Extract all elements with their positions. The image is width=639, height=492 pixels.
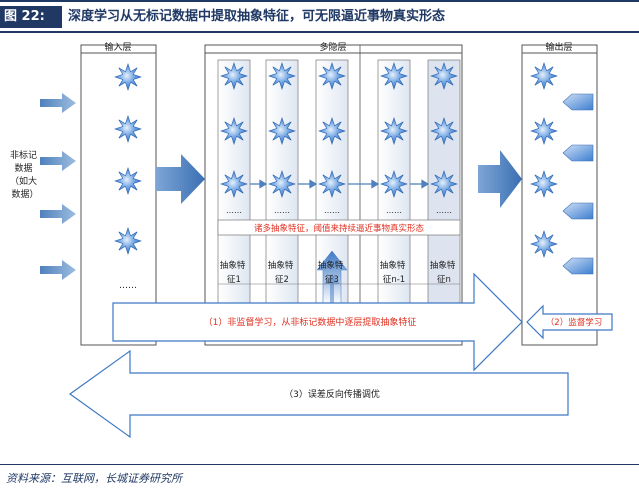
abstract-feature-2: 抽象特 征2 xyxy=(268,260,296,285)
supervised-learning-label: （2）监督学习 xyxy=(546,317,602,328)
supervised-learning-arrow xyxy=(526,304,613,340)
abstract-feature-n-1: 抽象特 征n-1 xyxy=(380,260,408,285)
abstract-feature-line: 征2 xyxy=(275,274,289,285)
features-banner-box xyxy=(217,219,461,236)
abstract-feature-line: 征1 xyxy=(227,274,241,285)
source-note: 资料来源：互联网，长城证券研究所 xyxy=(6,472,182,485)
hidden-ellipsis: …… xyxy=(324,206,340,215)
output-layer-box xyxy=(521,44,598,346)
hidden-layers-title: 多隐层 xyxy=(319,41,346,53)
star-icon xyxy=(268,62,296,90)
abstract-feature-n: 抽象特 征n xyxy=(430,260,458,285)
backprop-band xyxy=(68,349,569,439)
star-icon xyxy=(114,167,142,195)
abstract-feature-line: 抽象特 xyxy=(220,260,246,271)
hidden-ellipsis: …… xyxy=(436,206,452,215)
header-top-rule xyxy=(0,0,639,2)
abstract-feature-line: 抽象特 xyxy=(380,260,406,271)
footer-rule xyxy=(0,464,639,465)
hidden-to-output-arrow xyxy=(478,150,522,208)
star-icon xyxy=(530,230,558,258)
hidden-ellipsis: …… xyxy=(274,206,290,215)
star-icon xyxy=(380,117,408,145)
star-icon xyxy=(114,227,142,255)
star-icon xyxy=(430,62,458,90)
star-icon xyxy=(318,62,346,90)
output-layer-title: 输出层 xyxy=(545,41,572,53)
star-icon xyxy=(268,117,296,145)
input-arrow xyxy=(40,260,76,280)
input-arrow xyxy=(40,151,76,171)
unsupervised-learning-band xyxy=(112,272,523,372)
features-banner: 诸多抽象特征，阈值来持续逼近事物真实形态 xyxy=(254,223,425,234)
star-icon xyxy=(530,117,558,145)
hidden-ellipses: …… …… …… …… …… xyxy=(226,206,452,215)
input-data-label-line: 数据） xyxy=(11,188,38,200)
star-icon xyxy=(114,63,142,91)
hidden-ellipsis: …… xyxy=(386,206,402,215)
star-icon xyxy=(220,170,248,198)
star-icon xyxy=(430,117,458,145)
abstract-feature-1: 抽象特 征1 xyxy=(220,260,248,285)
header-bottom-rule xyxy=(0,31,639,33)
star-icon xyxy=(318,170,346,198)
input-data-label-line: 非标记 xyxy=(10,149,37,161)
star-icon xyxy=(380,62,408,90)
input-layer-box xyxy=(80,44,157,346)
figure-header: 图 22: 深度学习从无标记数据中提取抽象特征，可无限逼近事物真实形态 xyxy=(0,0,639,34)
figure-title: 深度学习从无标记数据中提取抽象特征，可无限逼近事物真实形态 xyxy=(68,9,446,24)
input-to-hidden-arrow xyxy=(156,154,205,204)
star-icon xyxy=(430,170,458,198)
star-icon xyxy=(530,62,558,90)
backprop-label: （3）误差反向传播调优 xyxy=(284,388,380,400)
star-icon xyxy=(114,115,142,143)
feature-up-arrow-inner xyxy=(324,274,340,304)
abstract-feature-line: 征3 xyxy=(325,274,339,285)
star-icon xyxy=(220,62,248,90)
input-data-label-line: 数据 xyxy=(15,162,33,174)
abstract-feature-3: 抽象特 征3 xyxy=(318,260,346,285)
abstract-feature-line: 抽象特 xyxy=(268,260,294,271)
layer-connector-arrows xyxy=(250,179,430,189)
figure-label: 图 22: xyxy=(0,6,62,28)
input-data-label: 非标记 数据 （如大 数据） xyxy=(10,149,40,200)
abstract-feature-line: 抽象特 xyxy=(318,260,344,271)
star-icon xyxy=(380,170,408,198)
unsupervised-learning-label: （1）非监督学习，从非标记数据中逐层提取抽象特征 xyxy=(204,316,417,328)
deep-learning-diagram: 输入层 多隐层 输出层 非标记 数据 （如大 数据） …… xyxy=(10,41,613,439)
input-ellipsis: …… xyxy=(119,281,137,291)
abstract-features: 抽象特 征1 抽象特 征2 抽象特 征3 抽象特 征n-1 抽象特 征n xyxy=(220,260,458,285)
hidden-ellipsis: …… xyxy=(226,206,242,215)
abstract-feature-line: 征n xyxy=(437,274,451,285)
star-icon xyxy=(268,170,296,198)
abstract-feature-line: 征n-1 xyxy=(383,274,405,285)
abstract-feature-line: 抽象特 xyxy=(430,260,456,271)
input-arrows xyxy=(40,93,76,280)
star-icon xyxy=(220,117,248,145)
input-arrow xyxy=(40,93,76,113)
input-arrow xyxy=(40,204,76,224)
input-data-label-line: （如大 xyxy=(10,175,37,187)
star-icon xyxy=(530,170,558,198)
star-icon xyxy=(318,117,346,145)
input-layer-title: 输入层 xyxy=(104,41,131,53)
